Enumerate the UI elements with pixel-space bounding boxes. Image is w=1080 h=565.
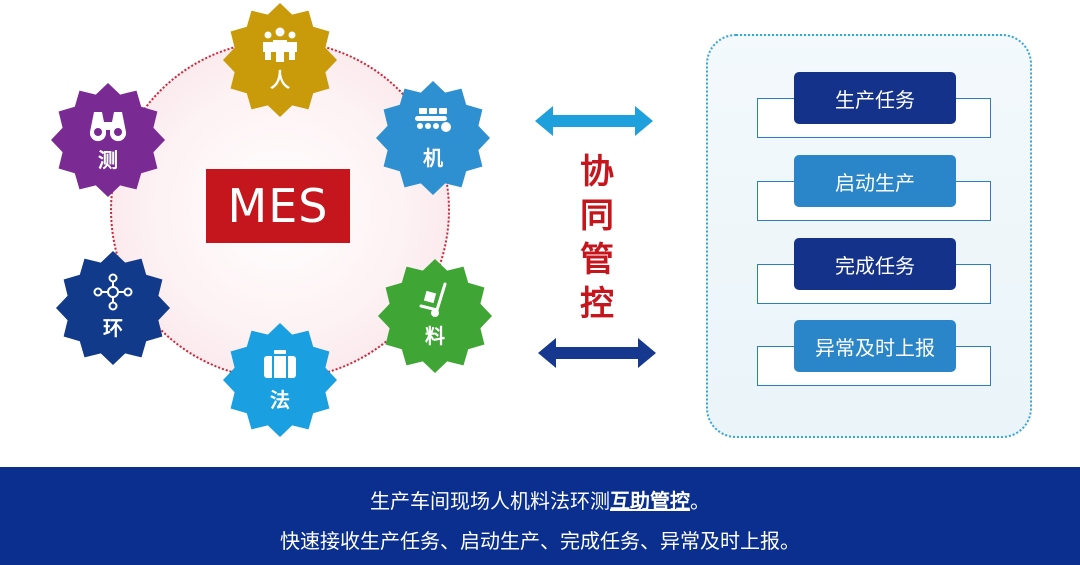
banner-line-2: 快速接收生产任务、启动生产、完成任务、异常及时上报。 [280, 529, 800, 553]
node-label: 人 [270, 68, 290, 92]
gear-badge-shape [376, 81, 490, 195]
vertical-char: 管 [580, 240, 614, 280]
double-arrow-bottom [538, 338, 656, 368]
node-label: 料 [425, 324, 445, 348]
step-report-exception: 异常及时上报 [757, 320, 993, 390]
banner-line-1-text: 生产车间现场人机料法环测 [370, 489, 610, 513]
step-production-task: 生产任务 [757, 72, 993, 142]
summary-banner: 生产车间现场人机料法环测互助管控。 快速接收生产任务、启动生产、完成任务、异常及… [0, 467, 1080, 565]
step-complete-task: 完成任务 [757, 238, 993, 308]
binoculars-icon [89, 112, 127, 142]
network-nodes-icon [93, 273, 133, 311]
node-label: 机 [423, 146, 443, 170]
node-label: 法 [270, 388, 290, 412]
gear-badge-shape [51, 83, 165, 197]
step-start-production: 启动生产 [757, 155, 993, 225]
node-label: 测 [98, 148, 118, 172]
step-pill[interactable]: 异常及时上报 [794, 320, 956, 372]
vertical-char: 协 [580, 152, 614, 192]
banner-emphasis: 互助管控 [610, 489, 690, 513]
node-label: 环 [103, 316, 123, 340]
gear-badge-shape [56, 251, 170, 365]
hand-truck-icon [419, 282, 447, 317]
coordination-vertical-text: 协 同 管 控 [575, 150, 619, 326]
node-huan: 环 [55, 250, 171, 366]
gear-badge-shape [223, 323, 337, 437]
vertical-char: 控 [580, 284, 614, 324]
step-pill[interactable]: 生产任务 [794, 72, 956, 124]
vertical-char: 同 [580, 196, 614, 236]
node-ce: 测 [50, 82, 166, 198]
people-icon [263, 27, 297, 62]
machine-conveyor-icon [415, 108, 451, 132]
banner-line-1-suffix: 。 [690, 489, 710, 513]
double-arrow-top [535, 106, 653, 136]
step-pill[interactable]: 完成任务 [794, 238, 956, 290]
briefcase-icon [264, 350, 296, 378]
step-pill[interactable]: 启动生产 [794, 155, 956, 207]
node-liao: 料 [377, 258, 493, 374]
banner-line-1: 生产车间现场人机料法环测互助管控。 [0, 485, 1080, 514]
mes-center-label: MES [206, 169, 350, 243]
node-fa: 法 [222, 322, 338, 438]
node-ren: 人 [222, 2, 338, 118]
node-ji: 机 [375, 80, 491, 196]
